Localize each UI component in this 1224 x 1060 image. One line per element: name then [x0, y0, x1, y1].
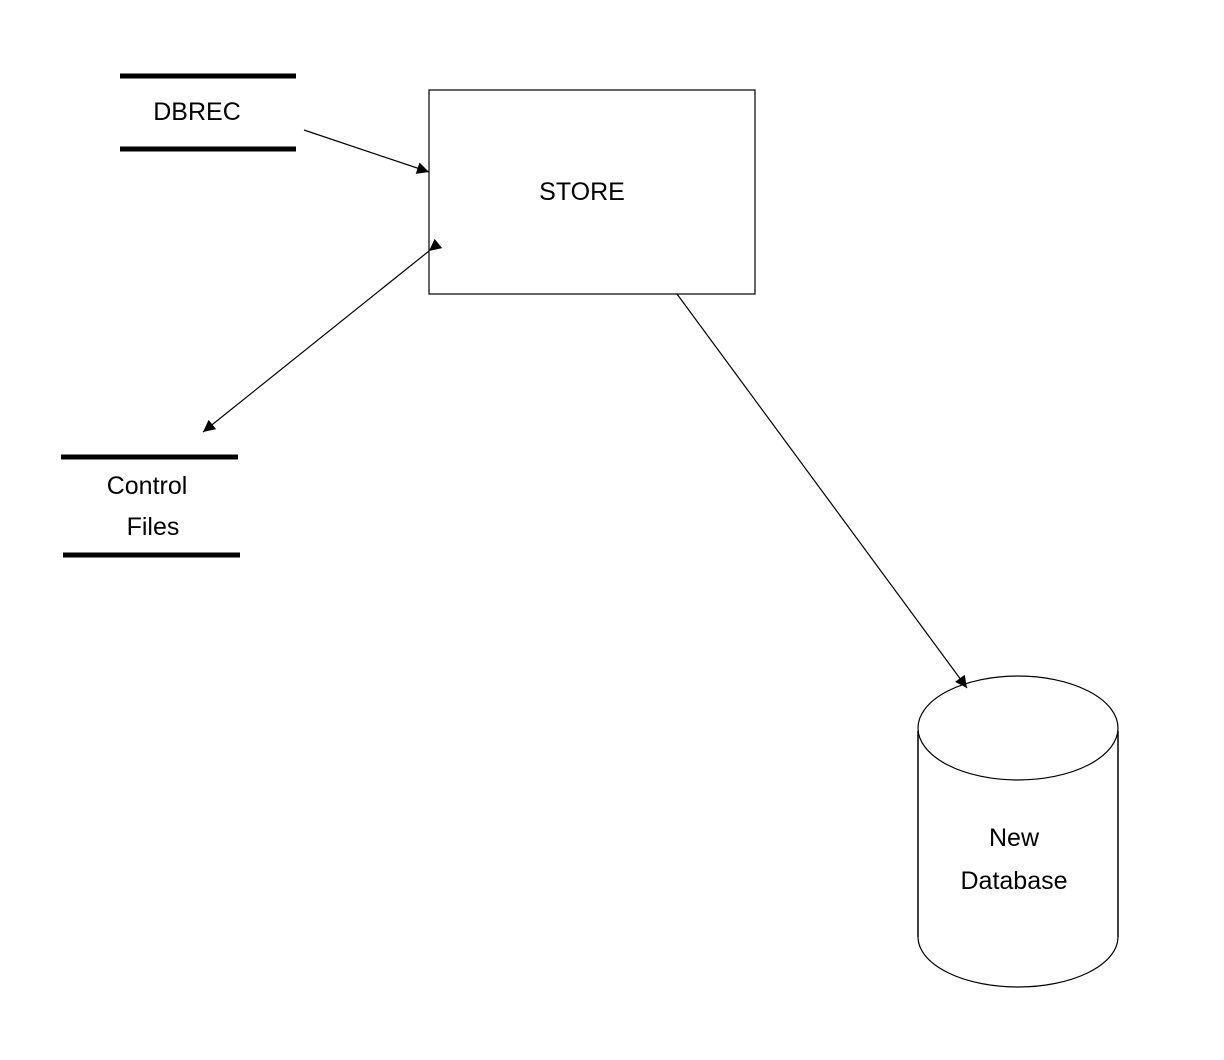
control-files-label-line2: Files	[127, 513, 180, 541]
new-database-label-line2: Database	[960, 867, 1067, 895]
control-files-data-store: Control Files	[61, 454, 240, 558]
dbrec-data-store: DBREC	[120, 73, 296, 152]
cylinder-top	[917, 675, 1119, 781]
store-label: STORE	[539, 178, 625, 206]
new-database-label-line1: New	[989, 824, 1040, 852]
cylinder-bottom	[917, 936, 1119, 988]
arrow-dbrec-to-store	[303, 129, 430, 174]
arrow-store-control-files-bidirectional	[202, 238, 443, 433]
new-database-cylinder: New Database	[917, 675, 1119, 988]
store-process: STORE	[428, 89, 756, 295]
arrow-store-to-new-database	[676, 293, 968, 689]
dbrec-label: DBREC	[153, 98, 241, 126]
control-files-label-line1: Control	[107, 472, 188, 500]
store-box	[428, 89, 756, 295]
